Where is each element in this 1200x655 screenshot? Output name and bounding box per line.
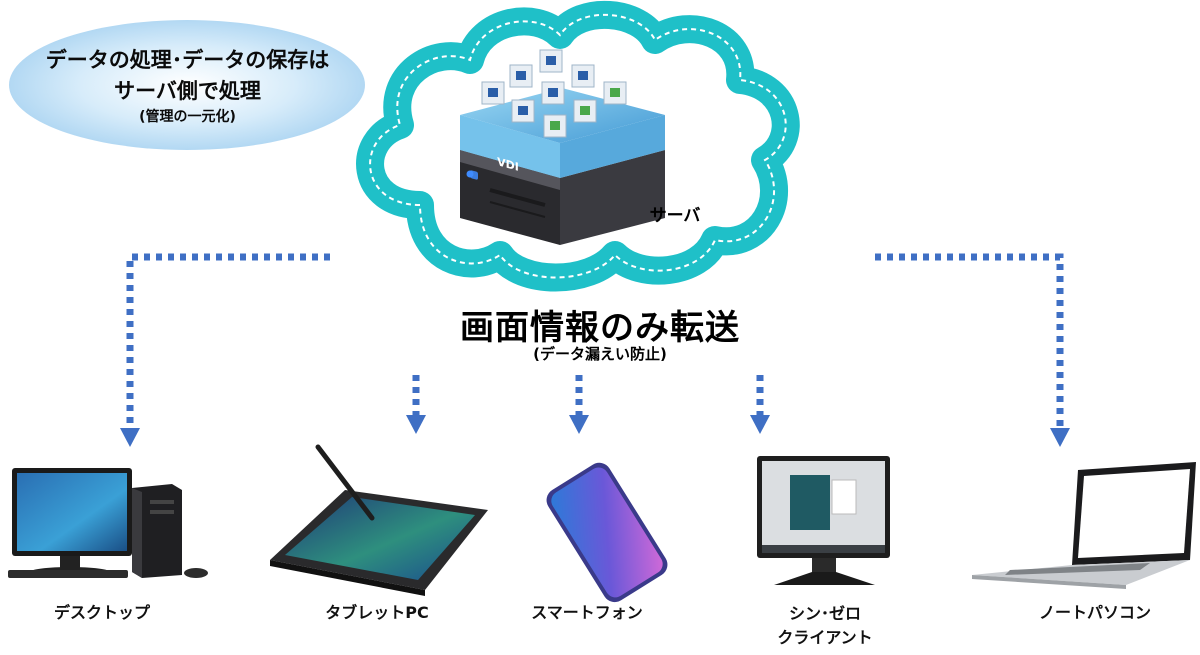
server-label: サーバ bbox=[649, 206, 701, 226]
smartphone-label: スマートフォン bbox=[531, 603, 643, 622]
note-line-3: (管理の一元化) bbox=[139, 109, 236, 125]
transfer-subtitle: (データ漏えい防止) bbox=[533, 345, 667, 363]
thin-client-icon bbox=[757, 456, 890, 585]
desktop-label: デスクトップ bbox=[53, 603, 150, 622]
laptop-icon bbox=[972, 462, 1196, 589]
arrow-heads bbox=[120, 415, 1070, 447]
note-line-2: サーバ側で処理 bbox=[114, 79, 261, 103]
note-line-1: データの処理･データの保存は bbox=[45, 48, 330, 72]
thin-client-label-line-2: クライアント bbox=[777, 628, 873, 647]
laptop-label: ノートパソコン bbox=[1038, 603, 1151, 622]
note-ellipse bbox=[9, 20, 365, 150]
connector-lines bbox=[126, 253, 1064, 428]
tablet-label: タブレットPC bbox=[325, 603, 429, 622]
tablet-icon bbox=[270, 444, 488, 596]
server-icon bbox=[460, 49, 665, 245]
smartphone-icon bbox=[546, 462, 668, 603]
desktop-icon bbox=[8, 468, 208, 578]
thin-client-label-line-1: シン･ゼロ bbox=[788, 604, 861, 623]
transfer-title: 画面情報のみ転送 bbox=[460, 308, 740, 348]
